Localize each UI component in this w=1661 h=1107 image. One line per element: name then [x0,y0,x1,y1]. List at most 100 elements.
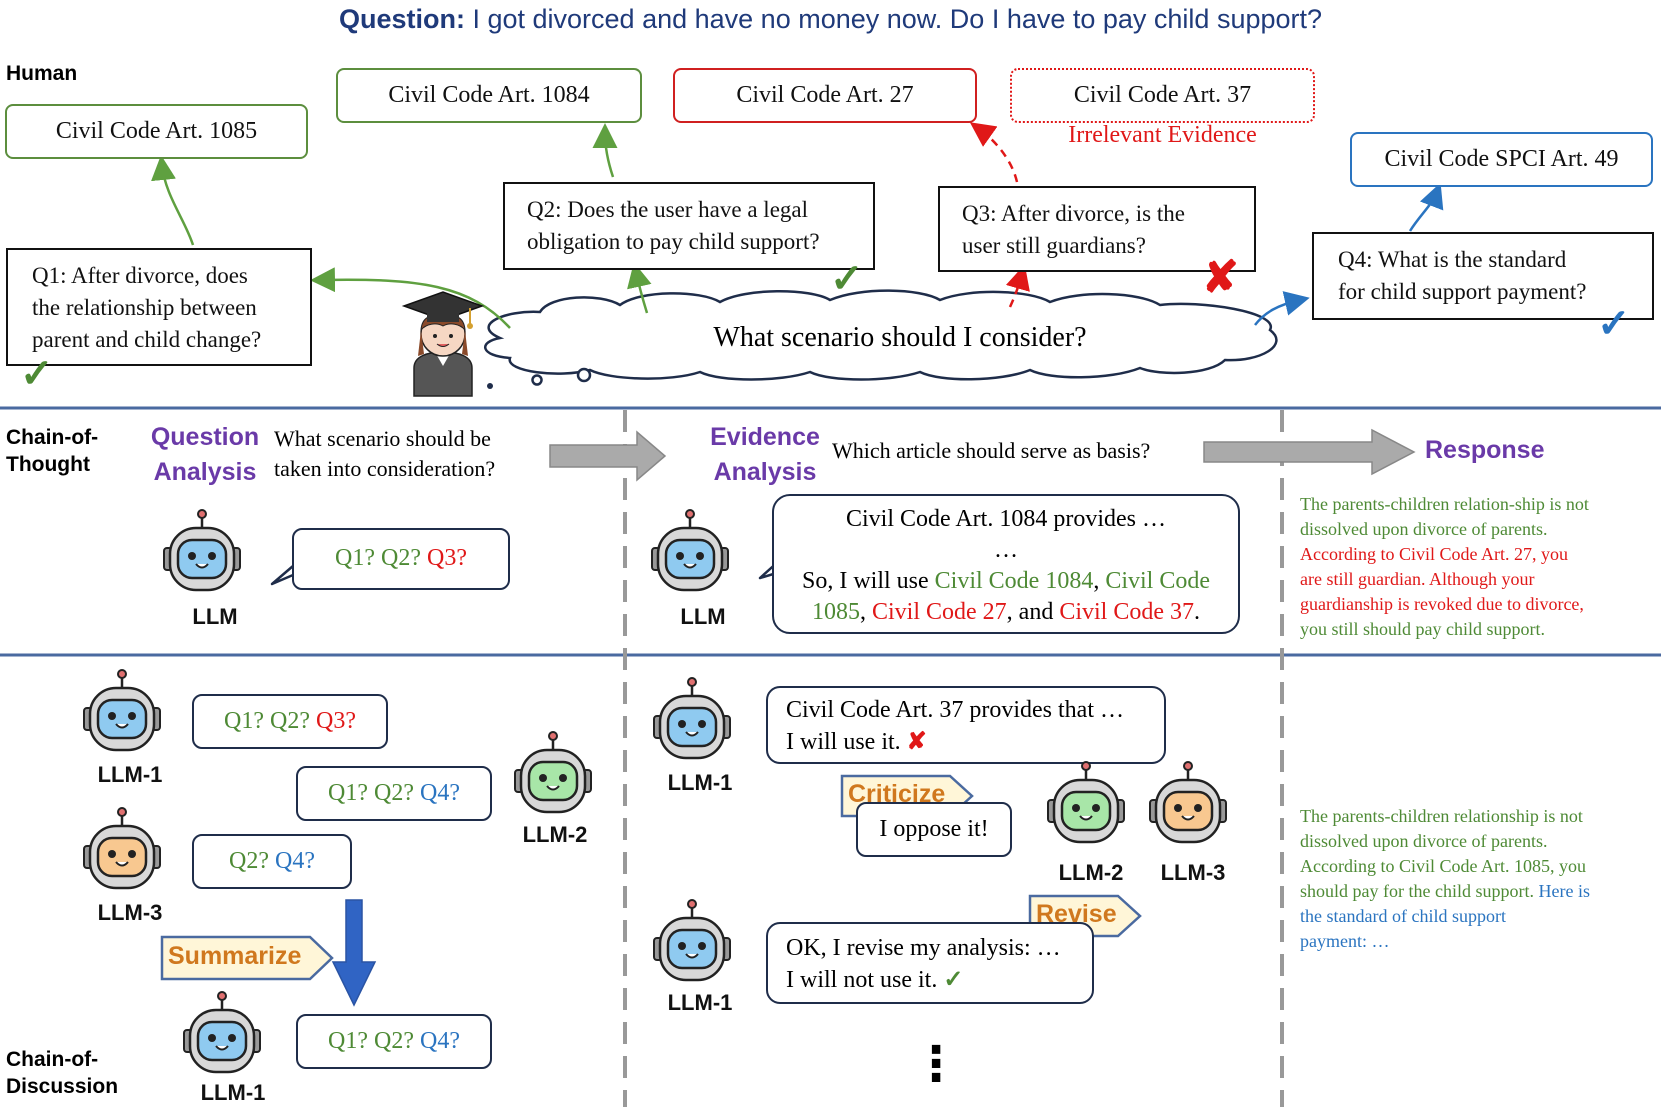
question-label: Question: [338,4,465,34]
llm1-label-mid: LLM-1 [667,770,733,795]
evidence-line4-e: Civil Code 37 [1059,599,1194,625]
cod-resp-l4: should pay for the child support. Here i… [1300,879,1655,904]
cod-b1-q1: Q1? [224,708,264,734]
summarize-text: Summarize [168,942,302,970]
cod-b3-q2: Q2? [229,848,269,874]
continuation-ellipsis: ⋮ [912,1036,960,1092]
cot-question-bubble: Q1? Q2? Q3? [292,528,510,590]
summarize-arrow [331,899,377,1007]
q2-line1: Q2: Does the user have a legal [527,197,809,222]
check-icon: ✓ [943,967,964,993]
llm1-label: LLM-1 [97,762,163,787]
bubble-q2: Q2? [381,545,421,571]
q2-check-icon: ✓ [830,256,864,301]
llm3-label: LLM-3 [97,900,163,925]
robot-icon [83,807,161,890]
evidence-bubble: Civil Code Art. 1084 provides … … So, I … [772,494,1240,634]
llm2-label: LLM-2 [522,822,588,847]
cot-label-line1: Chain-of- [6,426,99,449]
e1-line2-row: I will use it. ✘ [786,726,1164,758]
evidence-analysis-label: Evidence Analysis [700,420,830,490]
question-text: I got divorced and have no money now. Do… [472,4,1323,34]
qa-label-line2: Analysis [153,458,257,486]
cot-resp-l3: According to Civil Code Art. 27, you [1300,544,1568,564]
cot-label: Chain-of- Thought [6,424,98,478]
robot-icon [653,677,731,760]
cod-bubble-llm1: Q1? Q2? Q3? [192,694,388,749]
e2-line1: OK, I revise my analysis: … [786,935,1061,961]
ea-label-line2: Analysis [713,458,817,486]
bubble-q3: Q3? [426,545,467,571]
cod-b2-q1: Q1? [328,780,368,806]
q4-line1: Q4: What is the standard [1338,247,1567,272]
cot-resp-l2: dissolved upon divorce of parents. [1300,519,1548,539]
cod-label-line1: Chain-of- [6,1048,99,1071]
q4-line2: for child support payment? [1338,279,1587,304]
cod-resp-l2: dissolved upon divorce of parents. [1300,831,1548,851]
cod-resp-l1: The parents-children relationship is not [1300,806,1583,826]
bubble-q1: Q1? [335,545,375,571]
cod-b1-q2: Q2? [270,708,310,734]
cod-b4-q2: Q2? [374,1028,414,1054]
evidence-line4-a: 1085 [812,599,860,625]
cod-b4-q1: Q1? [328,1028,368,1054]
llm-label: LLM [680,604,726,629]
qa-prompt-line2: taken into consideration? [274,456,496,481]
article-37-box: Civil Code Art. 37 [1010,68,1315,123]
evidence-line4-c: Civil Code 27 [872,599,1007,625]
robot-icon [183,991,261,1074]
evidence-line4-f: . [1194,599,1200,625]
cod-resp-l5: the standard of child support [1300,906,1506,926]
cod-resp-l4a: should pay for the child support. [1300,881,1539,901]
cod-b2-q2: Q2? [374,780,414,806]
evidence-claim-bubble: Civil Code Art. 37 provides that … I wil… [766,686,1166,764]
evidence-line2: … [994,537,1018,563]
flow-arrow-2 [1203,428,1416,476]
thought-text: What scenario should I consider? [713,322,1087,353]
thought-cloud [483,289,1278,389]
cod-response-text: The parents-children relationship is not… [1300,804,1655,954]
question-analysis-label: Question Analysis [140,420,270,490]
summarize-tag [160,935,334,981]
evidence-line3: So, I will use Civil Code 1084, Civil Co… [774,566,1238,597]
e1-line1: Civil Code Art. 37 provides that … [786,697,1124,723]
oppose-bubble: I oppose it! [856,802,1012,857]
cod-b4-q4: Q4? [419,1028,460,1054]
robot-icon [1149,761,1227,844]
cot-resp-l4: are still guardian. Although your [1300,569,1535,589]
irrelevant-evidence-note: Irrelevant Evidence [1068,122,1257,148]
evidence-line3-b: Civil Code 1084 [934,568,1094,594]
revise-bubble: OK, I revise my analysis: … I will not u… [766,922,1094,1004]
q2-line2: obligation to pay child support? [527,229,820,254]
cot-label-line2: Thought [6,453,90,476]
question-header: Question: I got divorced and have no mon… [0,4,1661,35]
question-q3-box: Q3: After divorce, is the user still gua… [938,186,1256,272]
qa-label-line1: Question [150,423,260,451]
question-q2-box: Q2: Does the user have a legal obligatio… [503,182,875,270]
cot-response-text: The parents-children relation-ship is no… [1300,492,1655,642]
cod-b2-q4: Q4? [419,780,460,806]
e2-line2: I will not use it. [786,967,938,993]
q1-line1: Q1: After divorce, does [32,263,248,288]
evidence-line4-b: , [860,599,872,625]
cot-resp-l5: guardianship is revoked due to divorce, [1300,594,1584,614]
cod-bubble-summary: Q1? Q2? Q4? [296,1014,492,1069]
evidence-line3-d: Civil Code [1105,568,1210,594]
robot-icon [1047,761,1125,844]
llm3-label-mid: LLM-3 [1160,860,1226,885]
flow-arrow-1 [549,430,667,482]
cod-resp-l4b: Here is [1538,881,1590,901]
llm2-label-mid: LLM-2 [1058,860,1124,885]
e1-line2: I will use it. [786,729,901,755]
article-1084-box: Civil Code Art. 1084 [336,68,642,123]
q3-line2: user still guardians? [962,233,1146,258]
q1-check-icon: ✓ [20,351,54,396]
cod-label: Chain-of- Discussion [6,1046,118,1100]
robot-icon [653,899,731,982]
article-27-box: Civil Code Art. 27 [673,68,977,123]
evidence-line3-a: So, I will use [801,568,935,594]
llm1-label-revise: LLM-1 [667,990,733,1015]
ea-label-line1: Evidence [710,423,820,451]
